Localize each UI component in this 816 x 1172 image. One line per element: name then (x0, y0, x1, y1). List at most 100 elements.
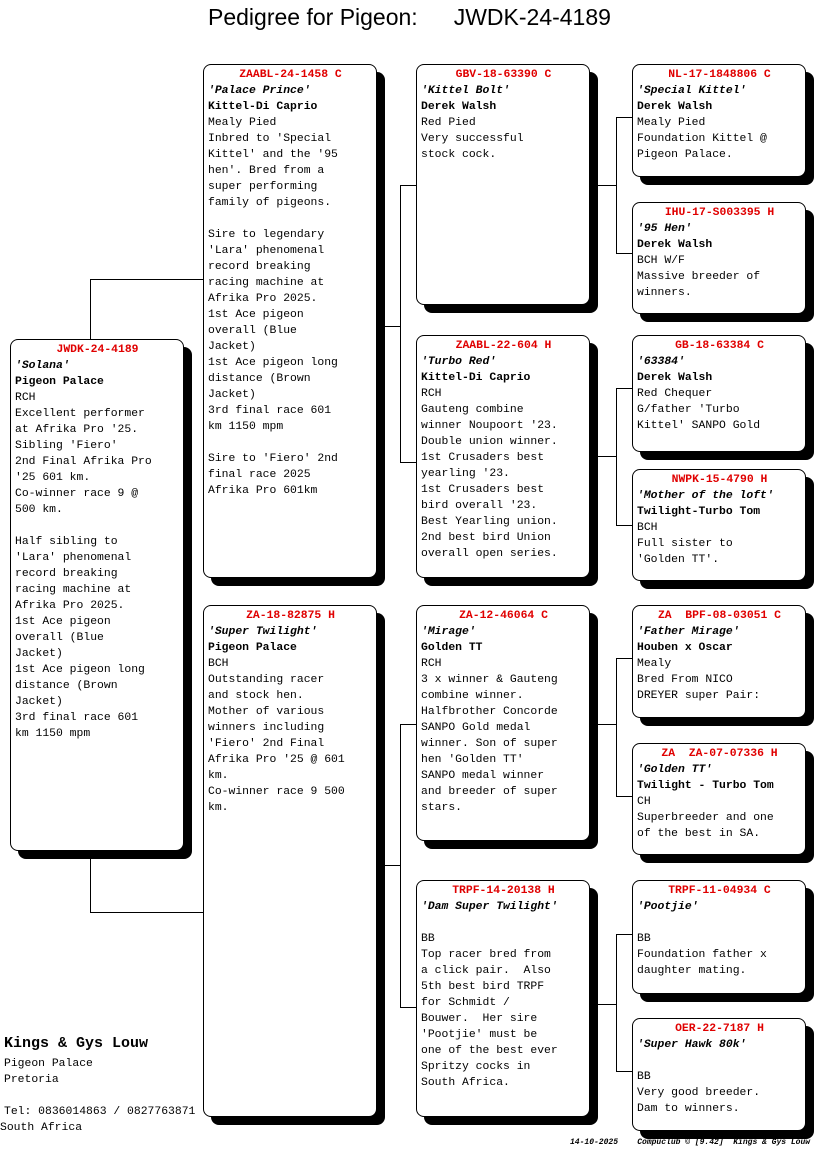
pigeon-info-line: winner Noupoort '23. (421, 420, 558, 432)
pigeon-strain: Pigeon Palace (208, 642, 297, 654)
pigeon-info-line: Afrika Pro '25 @ 601 (208, 754, 345, 766)
footer-date: 14-10-2025 (570, 1138, 619, 1147)
pigeon-strain: Houben x Oscar (637, 642, 733, 654)
pigeon-info-line: Halfbrother Concorde (421, 706, 558, 718)
pigeon-info-line: 'Lara' phenomenal (15, 552, 132, 564)
pigeon-info-line: 1st Ace pigeon (208, 309, 304, 321)
connector-line (90, 279, 203, 280)
pigeon-strain: Derek Walsh (637, 101, 713, 113)
pigeon-info-line: Foundation Kittel @ (637, 133, 767, 145)
owner-country: South Africa (0, 1122, 83, 1134)
pigeon-info-line: Sibling 'Fiero' (15, 440, 118, 452)
pigeon-info-line: 500 km. (15, 504, 63, 516)
pigeon-info-line: family of pigeons. (208, 197, 332, 209)
owner-loft: Pigeon Palace (4, 1058, 93, 1070)
pigeon-info-line: overall open series. (421, 548, 558, 560)
pigeon-card-ss-sire[interactable]: NL-17-1848806 C 'Special Kittel' Derek Wal… (632, 64, 806, 177)
pigeon-info-line: Very successful (421, 133, 524, 145)
pigeon-info-line: SANPO Gold medal (421, 722, 531, 734)
pigeon-card-sire[interactable]: ZAABL-24-1458 C'Palace Prince'Kittel-Di … (203, 64, 377, 578)
pigeon-name: 'Mother of the loft' (637, 490, 774, 502)
pigeon-card-dd-sire[interactable]: TRPF-11-04934 C 'Pootjie' BB Foundation fat… (632, 880, 806, 994)
pigeon-info-line: SANPO medal winner (421, 770, 545, 782)
pigeon-info-line: G/father 'Turbo (637, 404, 740, 416)
pigeon-info-line: distance (Brown (208, 373, 311, 385)
owner-info: Kings & Gys Louw Pigeon Palace Pretoria … (0, 1034, 196, 1136)
pigeon-info-line: for Schmidt / (421, 997, 510, 1009)
ring-number: ZA-12-46064 C (459, 610, 548, 622)
pigeon-info-line: bird overall '23. (421, 500, 538, 512)
connector-line (385, 865, 400, 866)
connector-line (400, 724, 416, 725)
pigeon-info-line: '25 601 km. (15, 472, 91, 484)
pigeon-name: 'Dam Super Twilight' (421, 901, 558, 913)
pigeon-info-line: 1st Ace pigeon long (208, 357, 338, 369)
ring-number: ZAABL-22-604 H (455, 340, 552, 352)
pigeon-info-line: overall (Blue (15, 632, 104, 644)
pigeon-info-line: winners including (208, 722, 325, 734)
pigeon-strain: Derek Walsh (637, 239, 713, 251)
pigeon-info-line: daughter mating. (637, 965, 747, 977)
pigeon-info-line: Red Chequer (637, 388, 713, 400)
pigeon-info-line: hen'. Bred from a (208, 165, 325, 177)
pigeon-strain: Twilight-Turbo Tom (637, 506, 761, 518)
ring-number: TRPF-14-20138 H (452, 885, 555, 897)
pigeon-info-line: Afrika Pro 2025. (208, 293, 318, 305)
pigeon-name: 'Pootjie' (637, 901, 699, 913)
pigeon-card-dam[interactable]: ZA-18-82875 H'Super Twilight'Pigeon Pala… (203, 605, 377, 1117)
owner-tel: Tel: 0836014863 / 0827763871 (4, 1106, 196, 1118)
pigeon-name: 'Special Kittel' (637, 85, 747, 97)
pigeon-name: 'Father Mirage' (637, 626, 740, 638)
pigeon-card-ds-dam[interactable]: ZA ZA-07-07336 H'Golden TT'Twilight - Tu… (632, 743, 806, 855)
connector-line (400, 185, 416, 186)
pigeon-info-line: distance (Brown (15, 680, 118, 692)
pigeon-info-line: Outstanding racer (208, 674, 325, 686)
pigeon-info-line: Inbred to 'Special (208, 133, 332, 145)
pigeon-name: '63384' (637, 356, 685, 368)
footer: 14-10-2025 Compuclub © [9.42] Kings & Gy… (570, 1138, 810, 1147)
pigeon-card-sd-dam[interactable]: NWPK-15-4790 H'Mother of the loft'Twilig… (632, 469, 806, 581)
pigeon-info-line: CH (637, 796, 651, 808)
connector-line (598, 724, 616, 725)
pigeon-strain (421, 915, 586, 931)
pigeon-info-line: Foundation father x (637, 949, 767, 961)
pigeon-info-line: RCH (15, 392, 36, 404)
pigeon-info-line: BB (637, 933, 651, 945)
pigeon-info-line: combine winner. (421, 690, 524, 702)
pigeon-info-line: 1st Ace pigeon (15, 616, 111, 628)
pigeon-info-line (208, 211, 373, 227)
pigeon-info-line: stars. (421, 802, 463, 814)
pigeon-info-line: 'Lara' phenomenal (208, 245, 325, 257)
pigeon-info-line: RCH (421, 658, 442, 670)
pigeon-info-line: km 1150 mpm (208, 421, 284, 433)
pigeon-info-line: Afrika Pro 2025. (15, 600, 125, 612)
ring-number: TRPF-11-04934 C (668, 885, 771, 897)
pigeon-strain: Kittel-Di Caprio (208, 101, 318, 113)
pigeon-info-line: DREYER super Pair: (637, 690, 761, 702)
connector-line (400, 185, 401, 462)
pigeon-info-line: Excellent performer (15, 408, 145, 420)
pigeon-info-line: BCH (637, 522, 658, 534)
pigeon-info-line: Mealy Pied (637, 117, 706, 129)
pigeon-info-line: Massive breeder of (637, 271, 761, 283)
footer-owner: Kings & Gys Louw (733, 1138, 811, 1147)
ring-number: IHU-17-S003395 H (664, 207, 775, 219)
pigeon-info-line: Superbreeder and one (637, 812, 774, 824)
pigeon-card-ds-sire[interactable]: ZA BPF-08-03051 C'Father Mirage'Houben x… (632, 605, 806, 718)
connector-line (616, 796, 632, 797)
pigeon-strain: Golden TT (421, 642, 483, 654)
connector-line (616, 388, 632, 389)
pigeon-info-line: Best Yearling union. (421, 516, 558, 528)
pigeon-info-line: Bouwer. Her sire (421, 1013, 538, 1025)
footer-software: Compuclub © [9.42] (637, 1138, 724, 1147)
pigeon-info-line: 'Pootjie' must be (421, 1029, 538, 1041)
ring-number: NL-17-1848806 C (668, 69, 771, 81)
pigeon-card-sire-dam[interactable]: ZAABL-22-604 H'Turbo Red'Kittel-Di Capri… (416, 335, 590, 578)
